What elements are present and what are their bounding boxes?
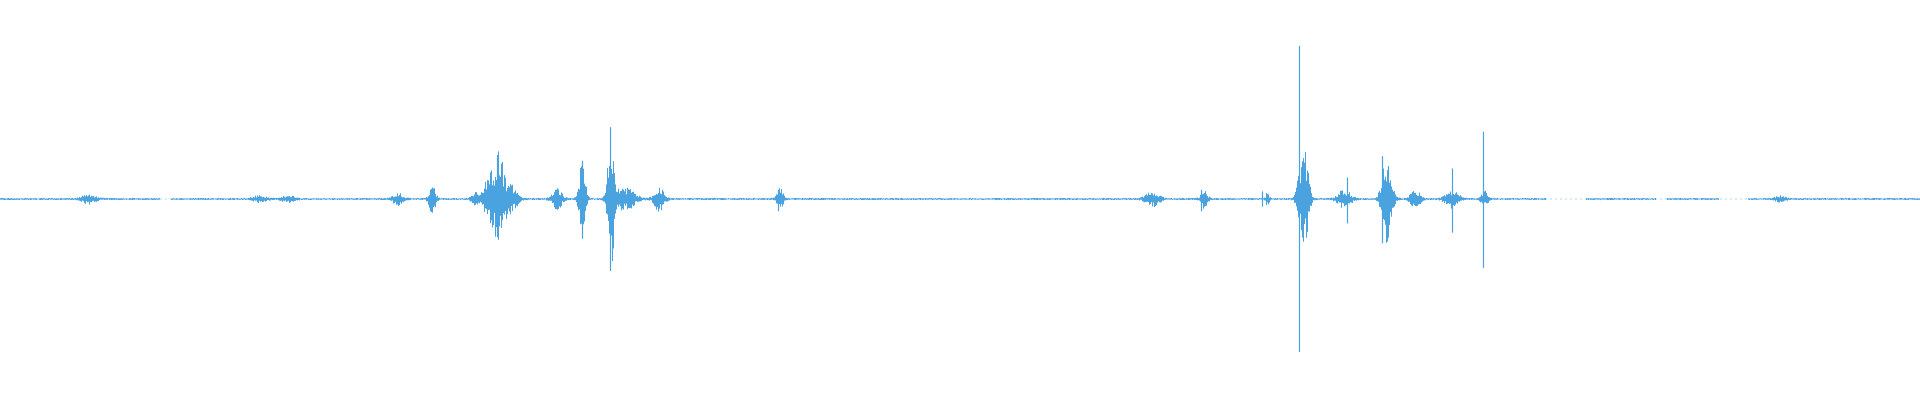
waveform-envelope — [0, 151, 1920, 262]
